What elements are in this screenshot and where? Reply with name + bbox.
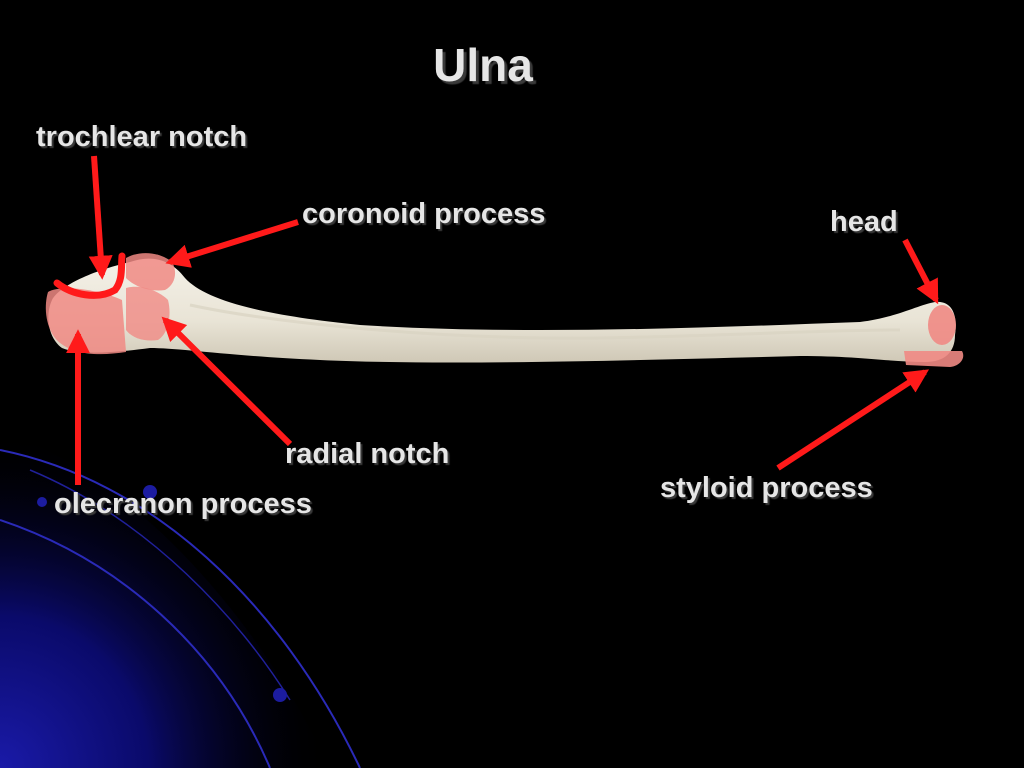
decor-dot bbox=[37, 497, 47, 507]
decor-arc bbox=[29, 469, 291, 701]
styloid-process-arrow bbox=[776, 369, 930, 471]
styloid-process-highlight bbox=[904, 351, 964, 367]
olecranon-process-highlight bbox=[45, 288, 126, 355]
trochlear-notch-bracket bbox=[53, 252, 126, 299]
head-arrow bbox=[902, 238, 939, 305]
coronoid-process-arrow bbox=[165, 219, 299, 268]
radial-notch-arrow bbox=[161, 316, 293, 447]
radial-notch-highlight bbox=[126, 286, 170, 341]
decor-dot bbox=[143, 485, 157, 499]
trochlear-notch-arrow bbox=[88, 155, 113, 280]
bone-shading bbox=[189, 303, 901, 340]
olecranon-process-label: olecranon process bbox=[54, 488, 312, 520]
styloid-process-label: styloid process bbox=[660, 472, 873, 504]
trochlear-notch-label: trochlear notch bbox=[36, 121, 248, 153]
decor-arc bbox=[0, 449, 361, 768]
decor-arc bbox=[0, 519, 271, 768]
radial-notch-label: radial notch bbox=[285, 438, 450, 470]
head-label: head bbox=[830, 206, 898, 238]
decor-dot bbox=[273, 688, 287, 702]
ulna-bone bbox=[48, 258, 956, 363]
slide-title: Ulna bbox=[433, 39, 533, 91]
head-highlight bbox=[928, 305, 956, 345]
blue-corner-glow bbox=[0, 430, 330, 768]
coronoid-process-highlight bbox=[126, 253, 176, 291]
coronoid-process-label: coronoid process bbox=[302, 198, 546, 230]
